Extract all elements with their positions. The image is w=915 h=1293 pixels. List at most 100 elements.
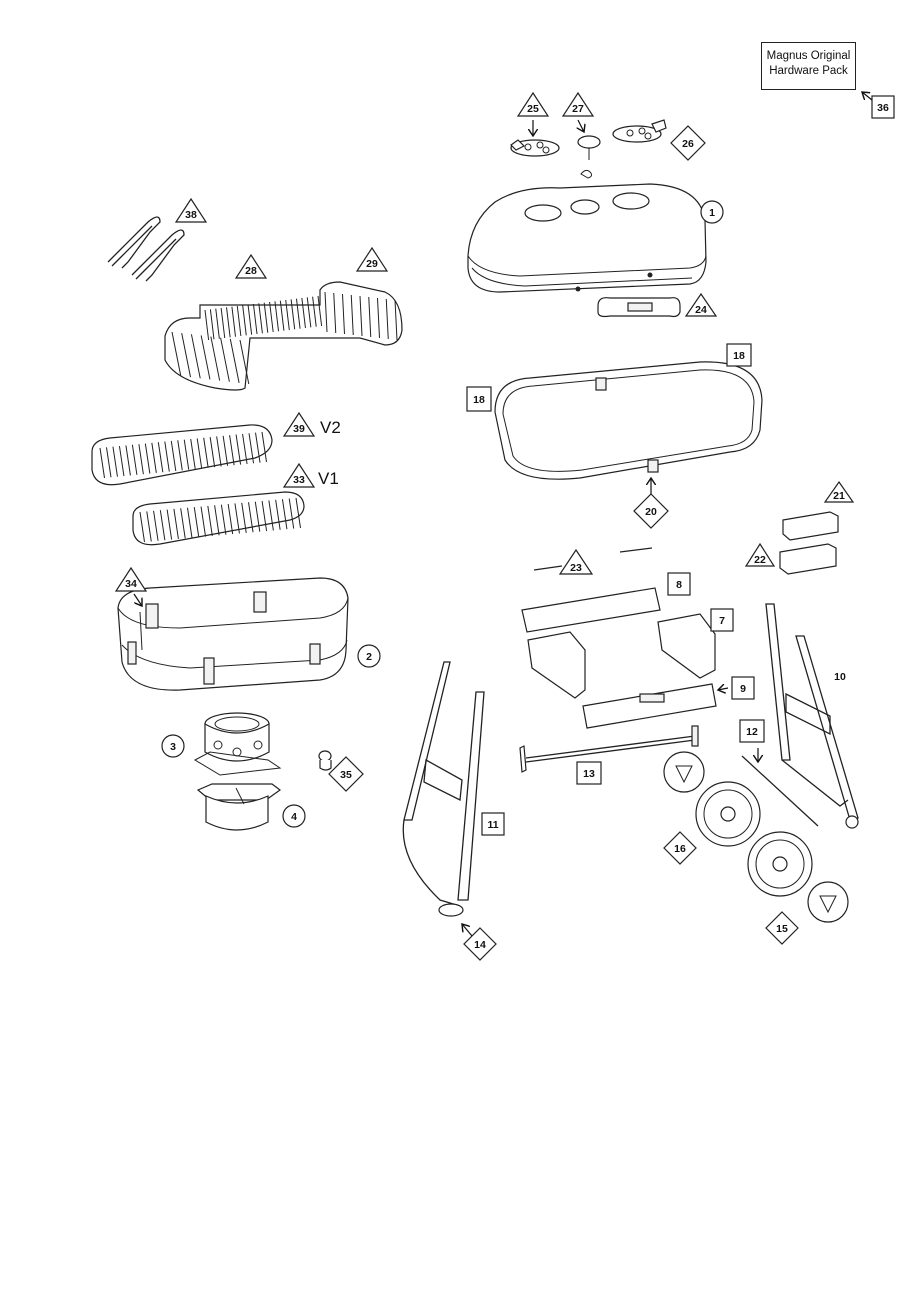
- callout-10: 10: [834, 671, 846, 683]
- svg-text:28: 28: [245, 265, 257, 277]
- grate-bar: [209, 437, 216, 468]
- grate-bar: [247, 304, 253, 335]
- grate-bar: [226, 307, 231, 338]
- grate-bar: [279, 300, 285, 331]
- svg-text:12: 12: [746, 726, 758, 738]
- part-33-charcoal-grate-v1: [132, 491, 305, 546]
- part-26-vent-right: [612, 119, 667, 143]
- part-25-vent-left: [510, 139, 560, 157]
- leader-arrows: [133, 92, 873, 937]
- grate-bar: [359, 295, 363, 337]
- callout-9: 9: [731, 676, 755, 700]
- grate-bar: [153, 510, 159, 541]
- grate-bar: [105, 447, 112, 478]
- callout-28: 28: [234, 253, 268, 279]
- grate-bar: [269, 301, 274, 333]
- svg-text:18: 18: [473, 394, 485, 406]
- grate-bar: [151, 442, 157, 473]
- svg-text:36: 36: [877, 102, 889, 114]
- grate-bar: [317, 295, 323, 327]
- grate-bar: [196, 438, 203, 469]
- variant-v1-label: V1: [318, 469, 339, 488]
- svg-text:23: 23: [570, 562, 582, 574]
- part-13-axle: [519, 725, 699, 773]
- callout-38: 38: [174, 197, 208, 223]
- grate-bar: [118, 446, 125, 477]
- grate-bar: [181, 333, 192, 378]
- part-3-charcoal-chamber: [193, 712, 282, 776]
- callout-8: 8: [667, 572, 691, 596]
- grate-bar: [377, 297, 380, 339]
- svg-text:13: 13: [583, 768, 595, 780]
- grate-bar: [312, 296, 317, 327]
- grate-bar: [170, 440, 177, 472]
- svg-text:14: 14: [474, 939, 486, 951]
- part-7-shelf-brackets: [527, 613, 716, 699]
- grate-bar: [248, 433, 255, 464]
- part-9-front-panel: [582, 683, 717, 729]
- svg-text:33: 33: [293, 474, 305, 486]
- grate-bar: [131, 444, 138, 475]
- svg-text:4: 4: [291, 811, 297, 823]
- grate-bar: [220, 337, 230, 382]
- grate-bar: [295, 497, 301, 529]
- part-28-29-cooking-grate: [164, 281, 403, 391]
- grate-bar: [180, 508, 186, 539]
- grate-bar: [234, 503, 240, 534]
- grate-bar: [166, 509, 173, 540]
- part-24-lid-handle: [597, 297, 681, 318]
- callout-12: 12: [739, 719, 765, 743]
- grate-bar: [241, 502, 247, 533]
- svg-text:11: 11: [487, 819, 498, 831]
- svg-text:2: 2: [366, 651, 372, 663]
- part-11-leg-frame: [402, 661, 485, 917]
- grate-bar: [295, 298, 301, 329]
- grate-bar: [229, 338, 240, 383]
- svg-text:18: 18: [733, 350, 745, 362]
- svg-text:29: 29: [366, 258, 378, 270]
- grate-bar: [214, 505, 220, 536]
- callout-7: 7: [710, 608, 734, 632]
- grate-bar: [248, 502, 254, 533]
- part-23-pins: [533, 547, 653, 571]
- grate-bar: [268, 500, 274, 531]
- callout-3: 3: [161, 734, 185, 758]
- grate-bar: [164, 441, 170, 472]
- grate-bar: [144, 443, 151, 474]
- grate-bar: [290, 299, 296, 330]
- grate-bar: [229, 435, 235, 466]
- grate-v1-bars: [139, 497, 301, 543]
- grate-bar: [285, 299, 290, 331]
- grate-bar: [255, 432, 261, 463]
- grate-bar: [239, 339, 250, 385]
- grate-bar: [207, 505, 213, 536]
- grate-v2-bars: [99, 431, 267, 479]
- grate-bar: [368, 296, 372, 338]
- grate-bar: [173, 508, 179, 540]
- grate-bar: [385, 298, 389, 340]
- svg-text:35: 35: [340, 769, 352, 781]
- grate-bar: [261, 431, 267, 463]
- grate-bar: [324, 291, 328, 333]
- grate-bar: [242, 305, 247, 336]
- callout-36: 36: [871, 95, 895, 119]
- svg-text:39: 39: [293, 423, 305, 435]
- grate-bar: [125, 445, 131, 476]
- grate-bar: [333, 292, 337, 334]
- callout-1: 1: [700, 200, 724, 224]
- svg-text:1: 1: [709, 207, 715, 219]
- part-22-bracket: [779, 543, 837, 575]
- part-10-leg-frame: [765, 603, 859, 829]
- part-8-panel: [521, 587, 661, 633]
- grate-bar: [274, 301, 280, 332]
- part-16-wheel: [663, 751, 761, 847]
- grate-bar: [200, 506, 207, 537]
- callout-4: 4: [282, 804, 306, 828]
- grate-bar: [177, 440, 183, 471]
- grate-bars: [171, 291, 398, 385]
- svg-text:24: 24: [695, 304, 707, 316]
- grate-bar: [193, 507, 200, 538]
- svg-text:22: 22: [754, 554, 766, 566]
- part-27-clip: [580, 169, 593, 179]
- grate-bar: [236, 305, 242, 337]
